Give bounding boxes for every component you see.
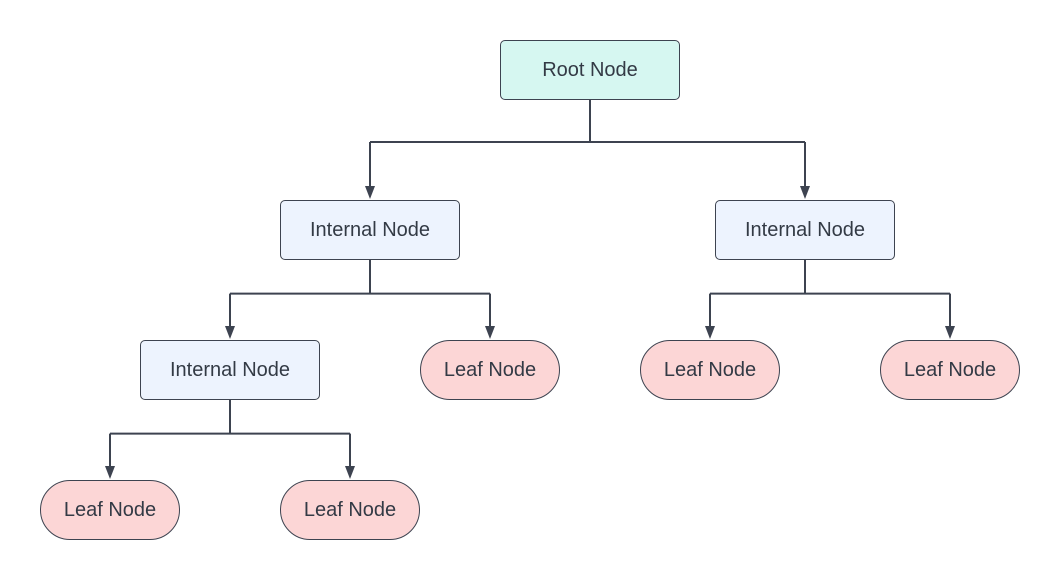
leaf-node: Leaf Node bbox=[280, 480, 420, 540]
arrowhead-icon bbox=[485, 326, 495, 339]
arrowhead-icon bbox=[345, 466, 355, 479]
internal-node-label: Internal Node bbox=[744, 218, 866, 241]
arrowhead-icon bbox=[105, 466, 115, 479]
arrowhead-icon bbox=[225, 326, 235, 339]
internal-node-right: Internal Node bbox=[715, 200, 895, 260]
leaf-node-label: Leaf Node bbox=[63, 498, 157, 521]
leaf-node-label: Leaf Node bbox=[303, 498, 397, 521]
root-node: Root Node bbox=[500, 40, 680, 100]
arrowhead-icon bbox=[800, 186, 810, 199]
leaf-node-label: Leaf Node bbox=[903, 358, 997, 381]
arrowhead-icon bbox=[365, 186, 375, 199]
arrowhead-icon bbox=[705, 326, 715, 339]
leaf-node-label: Leaf Node bbox=[443, 358, 537, 381]
leaf-node: Leaf Node bbox=[420, 340, 560, 400]
leaf-node: Leaf Node bbox=[640, 340, 780, 400]
arrowhead-icon bbox=[945, 326, 955, 339]
internal-node-left: Internal Node bbox=[280, 200, 460, 260]
internal-node-label: Internal Node bbox=[309, 218, 431, 241]
leaf-node: Leaf Node bbox=[880, 340, 1020, 400]
internal-node-label: Internal Node bbox=[169, 358, 291, 381]
leaf-node-label: Leaf Node bbox=[663, 358, 757, 381]
internal-node-lower: Internal Node bbox=[140, 340, 320, 400]
leaf-node: Leaf Node bbox=[40, 480, 180, 540]
root-node-label: Root Node bbox=[542, 58, 638, 81]
